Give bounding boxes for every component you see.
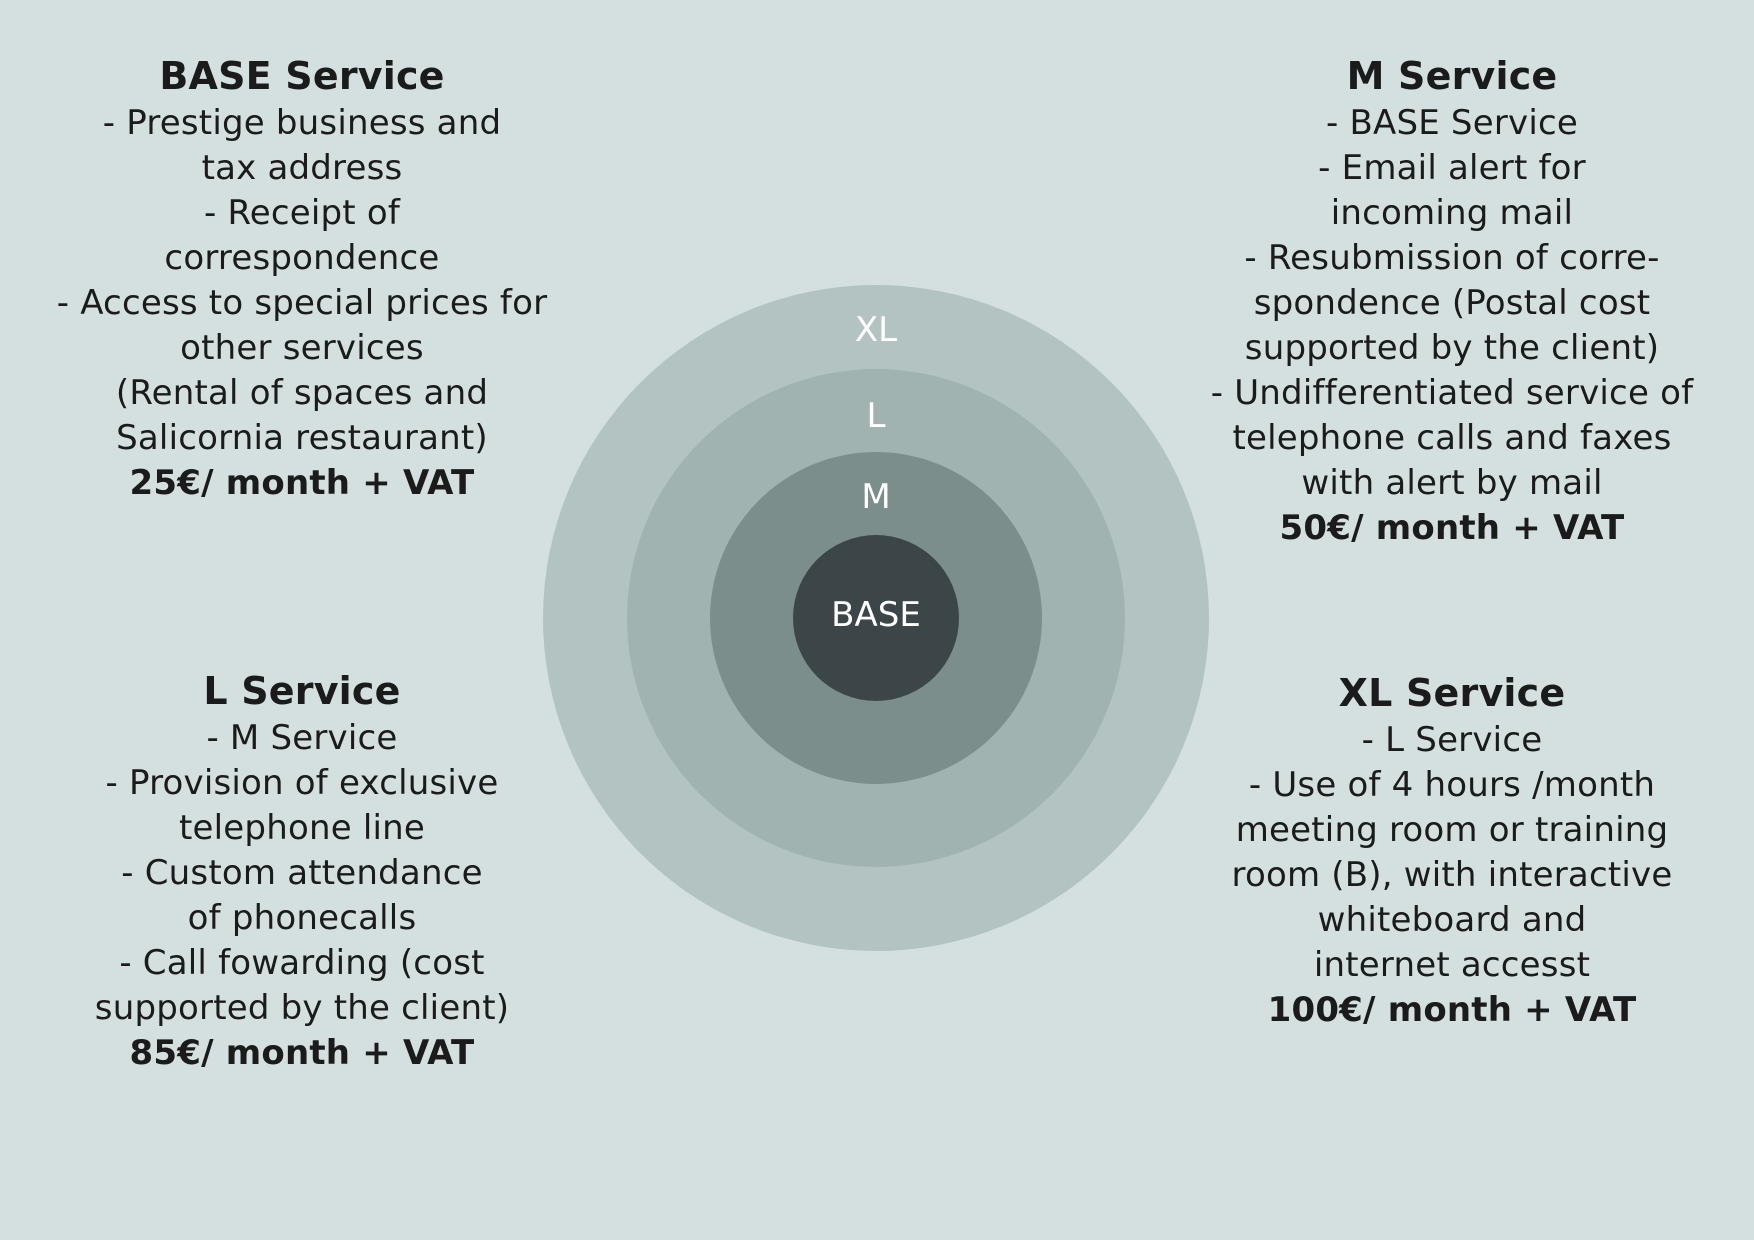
ring-base bbox=[793, 535, 959, 701]
service-line: supported by the client) bbox=[1244, 328, 1660, 368]
service-line: - Use of 4 hours /month bbox=[1248, 765, 1656, 805]
service-block-m: M Service - BASE Service - Email alert f… bbox=[1192, 54, 1712, 551]
service-line: spondence (Postal cost bbox=[1253, 283, 1651, 323]
ring-label-m: M bbox=[861, 477, 890, 517]
service-line: other services bbox=[180, 328, 424, 368]
service-block-xl: XL Service - L Service - Use of 4 hours … bbox=[1192, 671, 1712, 1033]
ring-label-xl: XL bbox=[855, 310, 897, 350]
service-line: Salicornia restaurant) bbox=[116, 418, 488, 458]
service-line: (Rental of spaces and bbox=[115, 373, 489, 413]
service-line: with alert by mail bbox=[1301, 463, 1603, 503]
service-price-xl: 100€/ month + VAT bbox=[1267, 990, 1637, 1030]
service-title-base: BASE Service bbox=[159, 54, 445, 98]
ring-label-l: L bbox=[867, 396, 886, 436]
service-line: - Call fowarding (cost bbox=[119, 943, 485, 983]
service-line: - Resubmission of corre- bbox=[1244, 238, 1660, 278]
service-line: - BASE Service bbox=[1326, 103, 1578, 143]
service-line: - Prestige business and bbox=[102, 103, 502, 143]
service-line: - Custom attendance bbox=[121, 853, 483, 893]
service-line: - M Service bbox=[206, 718, 398, 758]
service-line: - Access to special prices for bbox=[56, 283, 548, 323]
service-line: - Provision of exclusive bbox=[105, 763, 499, 803]
service-title-xl: XL Service bbox=[1338, 671, 1566, 715]
service-line: room (B), with interactive bbox=[1231, 855, 1673, 895]
service-line: internet accesst bbox=[1313, 945, 1591, 985]
service-line: whiteboard and bbox=[1317, 900, 1587, 940]
service-line: - Email alert for bbox=[1318, 148, 1586, 188]
service-line: - L Service bbox=[1361, 720, 1543, 760]
service-price-l: 85€/ month + VAT bbox=[129, 1033, 475, 1073]
service-line: telephone calls and faxes bbox=[1232, 418, 1672, 458]
service-price-m: 50€/ month + VAT bbox=[1279, 508, 1625, 548]
service-line: correspondence bbox=[164, 238, 440, 278]
ring-label-base: BASE bbox=[831, 595, 921, 635]
service-line: incoming mail bbox=[1330, 193, 1574, 233]
service-title-l: L Service bbox=[203, 669, 401, 713]
service-line: - Undifferentiated service of bbox=[1210, 373, 1694, 413]
service-block-base: BASE Service - Prestige business and tax… bbox=[42, 54, 562, 506]
service-line: of phonecalls bbox=[187, 898, 417, 938]
service-line: - Receipt of bbox=[203, 193, 401, 233]
service-block-l: L Service - M Service - Provision of exc… bbox=[42, 669, 562, 1076]
service-line: meeting room or training bbox=[1235, 810, 1669, 850]
service-line: tax address bbox=[201, 148, 403, 188]
service-price-base: 25€/ month + VAT bbox=[129, 463, 475, 503]
service-title-m: M Service bbox=[1346, 54, 1558, 98]
service-line: supported by the client) bbox=[94, 988, 510, 1028]
service-line: telephone line bbox=[179, 808, 425, 848]
